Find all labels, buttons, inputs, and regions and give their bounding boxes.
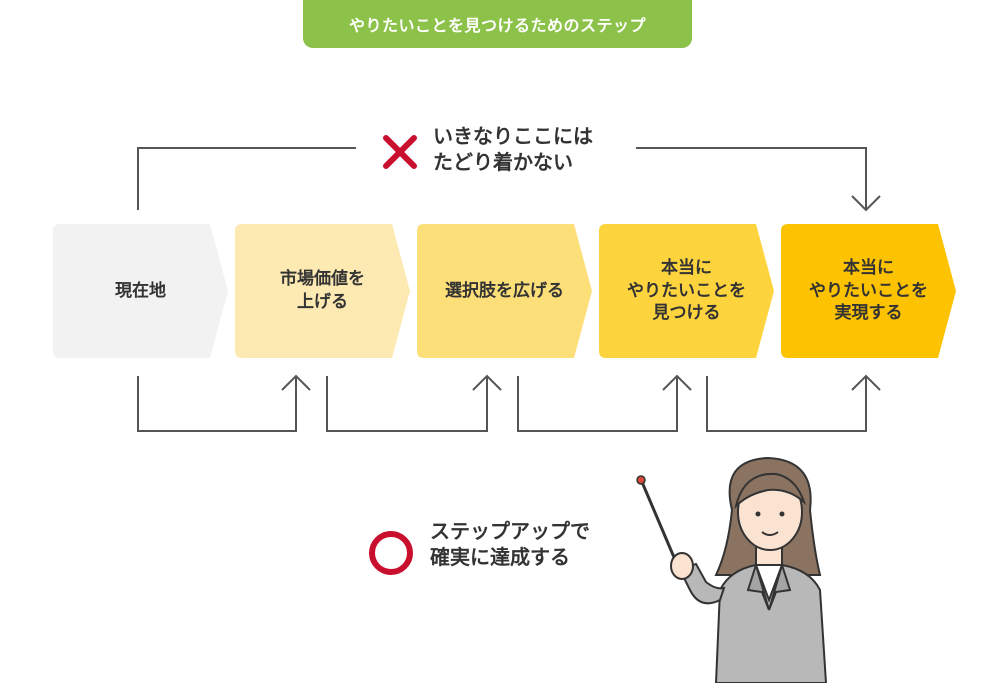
step-shape-5 bbox=[781, 224, 956, 358]
step-expand-options: 選択肢を広げる bbox=[445, 280, 564, 301]
step-shape-2 bbox=[235, 224, 410, 358]
presenter-illustration bbox=[636, 456, 828, 683]
step-shape-3 bbox=[417, 224, 592, 358]
step-find: 本当に やりたいことを 見つける bbox=[627, 257, 746, 324]
cross-icon bbox=[383, 135, 417, 169]
diagram-title: やりたいことを見つけるためのステップ bbox=[303, 0, 692, 48]
step-shape-1 bbox=[53, 224, 228, 358]
bypass-label: いきなりここには たどり着かない bbox=[433, 124, 593, 174]
step-raise-value: 市場価値を 上げる bbox=[280, 269, 365, 312]
step-current: 現在地 bbox=[115, 280, 166, 301]
bypass-line bbox=[137, 147, 881, 212]
step-realize: 本当に やりたいことを 実現する bbox=[809, 257, 928, 324]
stepup-connectors bbox=[137, 374, 881, 432]
circle-icon bbox=[369, 531, 413, 575]
step-shape-4 bbox=[599, 224, 774, 358]
stepup-label: ステップアップで 確実に達成する bbox=[430, 519, 590, 569]
